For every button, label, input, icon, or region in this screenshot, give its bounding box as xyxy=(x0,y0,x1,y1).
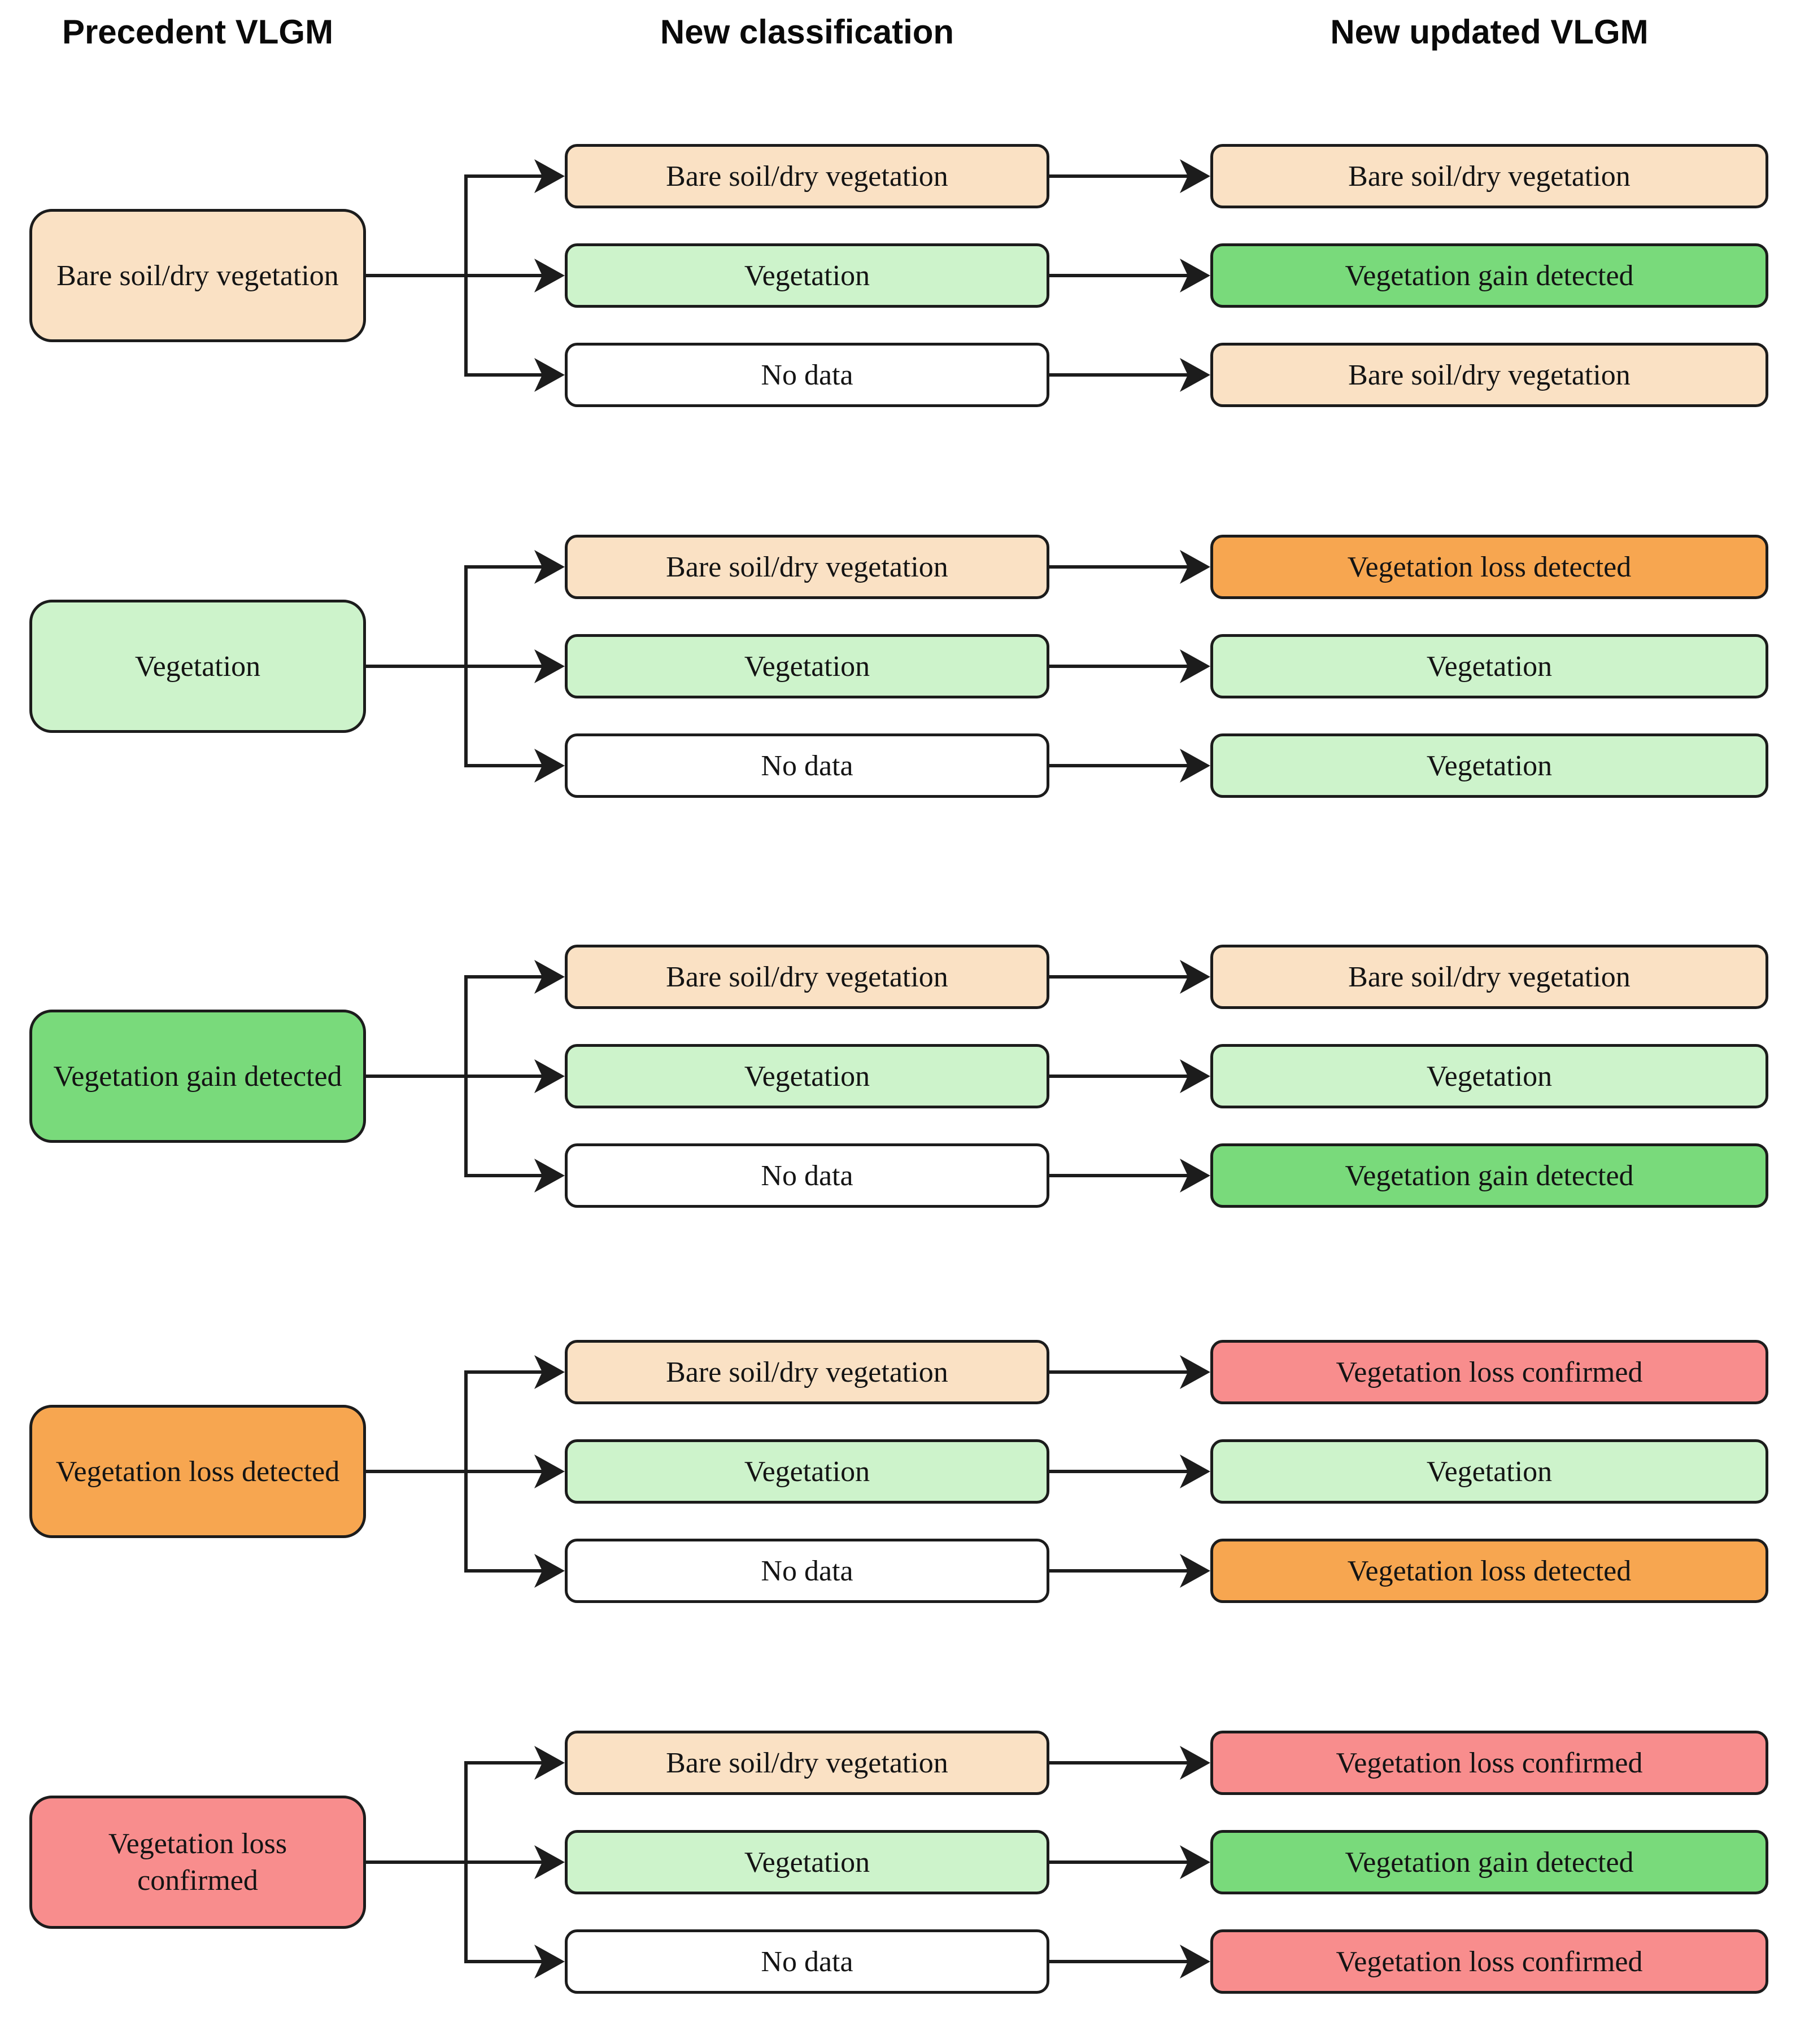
updated-box: Bare soil/dry vegetation xyxy=(1210,343,1768,407)
column-header-precedent-vlgm: Precedent VLGM xyxy=(62,13,334,51)
connector-line xyxy=(464,1960,542,1963)
connector-line xyxy=(464,1470,542,1473)
classification-box: Bare soil/dry vegetation xyxy=(565,535,1049,599)
connector-line xyxy=(1049,174,1188,178)
connector-line xyxy=(1049,665,1188,668)
updated-box: Bare soil/dry vegetation xyxy=(1210,945,1768,1009)
classification-box: No data xyxy=(565,1539,1049,1603)
updated-box: Vegetation loss detected xyxy=(1210,535,1768,599)
precedent-box: Vegetation loss detected xyxy=(29,1405,366,1538)
connector-line xyxy=(464,764,542,767)
column-header-new-classification: New classification xyxy=(660,13,954,51)
connector-line xyxy=(1049,1860,1188,1864)
classification-box: Bare soil/dry vegetation xyxy=(565,1340,1049,1404)
classification-box: Bare soil/dry vegetation xyxy=(565,1731,1049,1795)
connector-line xyxy=(464,1174,542,1177)
connector-line xyxy=(1049,373,1188,377)
connector-line xyxy=(1049,1761,1188,1765)
connector-line xyxy=(366,665,468,668)
connector-line xyxy=(1049,1075,1188,1078)
connector-line xyxy=(464,1860,542,1864)
updated-box: Vegetation loss confirmed xyxy=(1210,1340,1768,1404)
classification-box: No data xyxy=(565,1143,1049,1208)
updated-box: Bare soil/dry vegetation xyxy=(1210,144,1768,208)
connector-line xyxy=(1049,975,1188,979)
connector-line xyxy=(464,1569,542,1573)
connector-line xyxy=(464,373,542,377)
updated-box: Vegetation loss confirmed xyxy=(1210,1731,1768,1795)
updated-box: Vegetation xyxy=(1210,634,1768,698)
connector-line xyxy=(1049,1174,1188,1177)
classification-box: Vegetation xyxy=(565,634,1049,698)
connector-line xyxy=(464,975,542,979)
updated-box: Vegetation gain detected xyxy=(1210,1143,1768,1208)
precedent-box: Vegetation gain detected xyxy=(29,1010,366,1143)
connector-line xyxy=(464,1761,542,1765)
connector-line xyxy=(464,1370,542,1374)
connector-line xyxy=(366,1470,468,1473)
connector-line xyxy=(1049,1960,1188,1963)
connector-line xyxy=(1049,565,1188,569)
precedent-box: Vegetation xyxy=(29,600,366,733)
classification-box: No data xyxy=(565,343,1049,407)
classification-box: Vegetation xyxy=(565,243,1049,308)
precedent-box: Bare soil/dry vegetation xyxy=(29,209,366,342)
classification-box: Vegetation xyxy=(565,1830,1049,1894)
connector-line xyxy=(366,1075,468,1078)
updated-box: Vegetation gain detected xyxy=(1210,1830,1768,1894)
connector-line xyxy=(464,565,542,569)
connector-line xyxy=(366,1860,468,1864)
connector-line xyxy=(1049,274,1188,277)
connector-line xyxy=(464,1075,542,1078)
updated-box: Vegetation loss detected xyxy=(1210,1539,1768,1603)
connector-line xyxy=(1049,1370,1188,1374)
connector-line xyxy=(1049,764,1188,767)
classification-box: Vegetation xyxy=(565,1044,1049,1108)
updated-box: Vegetation gain detected xyxy=(1210,243,1768,308)
connector-line xyxy=(464,174,542,178)
classification-box: No data xyxy=(565,1929,1049,1994)
updated-box: Vegetation xyxy=(1210,733,1768,798)
updated-box: Vegetation loss confirmed xyxy=(1210,1929,1768,1994)
classification-box: Vegetation xyxy=(565,1439,1049,1504)
classification-box: Bare soil/dry vegetation xyxy=(565,144,1049,208)
connector-line xyxy=(366,274,468,277)
connector-line xyxy=(464,274,542,277)
column-header-new-updated-vlgm: New updated VLGM xyxy=(1330,13,1649,51)
classification-box: Bare soil/dry vegetation xyxy=(565,945,1049,1009)
connector-line xyxy=(1049,1569,1188,1573)
connector-line xyxy=(1049,1470,1188,1473)
updated-box: Vegetation xyxy=(1210,1439,1768,1504)
classification-box: No data xyxy=(565,733,1049,798)
precedent-box: Vegetation loss confirmed xyxy=(29,1796,366,1929)
updated-box: Vegetation xyxy=(1210,1044,1768,1108)
connector-line xyxy=(464,665,542,668)
